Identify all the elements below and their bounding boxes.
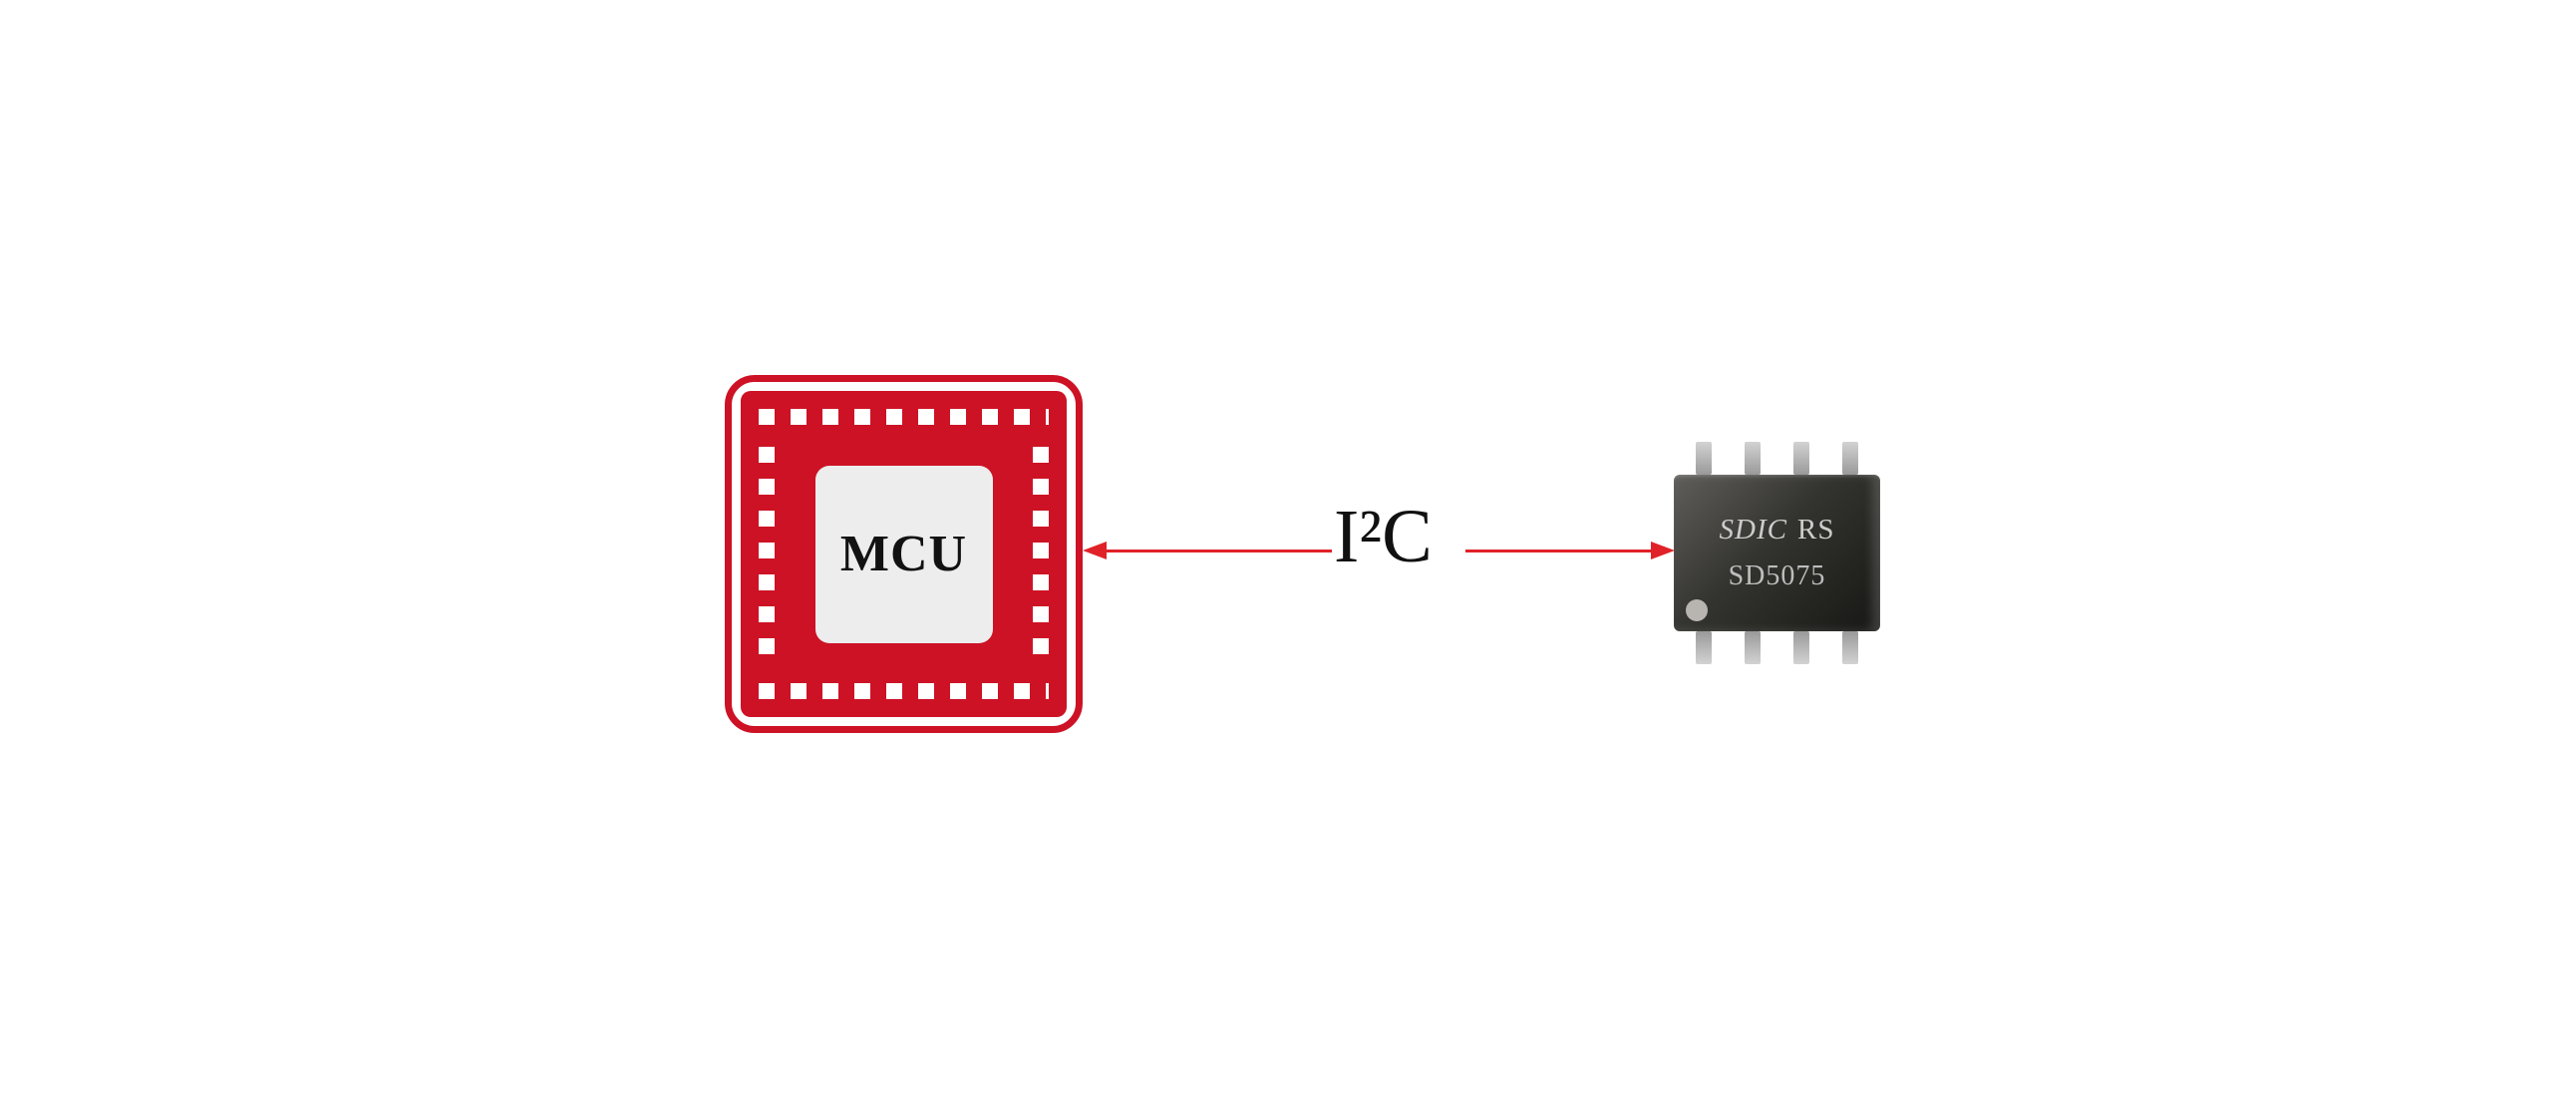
- mcu-pins-left: [759, 447, 775, 661]
- mcu-label-pad: MCU: [814, 465, 993, 643]
- mcu-pins-right: [1033, 447, 1049, 661]
- mcu-label: MCU: [839, 526, 968, 582]
- mcu-pins-top: [759, 409, 1049, 425]
- ic-pins-top: [1674, 442, 1880, 475]
- ic-brand-suffix: RS: [1796, 514, 1835, 546]
- ic-pin: [1793, 631, 1809, 664]
- ic-pin: [1745, 631, 1761, 664]
- arrow-shaft-right: [1465, 549, 1651, 552]
- mcu-chip: MCU: [725, 375, 1083, 733]
- ic-brand-line: SDIC RS: [1720, 514, 1835, 547]
- arrow-head-right-icon: [1651, 542, 1675, 559]
- ic-brand: SDIC: [1719, 514, 1787, 546]
- i2c-arrow-to-ic: [1465, 542, 1675, 559]
- i2c-arrow-to-mcu: [1083, 542, 1332, 559]
- ic-chip: SDIC RS SD5075: [1674, 442, 1880, 664]
- arrow-head-left-icon: [1083, 542, 1107, 559]
- arrow-shaft-left: [1107, 549, 1332, 552]
- ic-body: SDIC RS SD5075: [1674, 475, 1880, 631]
- ic-pin: [1745, 442, 1761, 475]
- mcu-chip-body: MCU: [741, 391, 1067, 717]
- mcu-pins-bottom: [759, 683, 1049, 699]
- ic-pin: [1793, 442, 1809, 475]
- pin1-indicator-dot: [1686, 599, 1708, 621]
- i2c-bus-label: I²C: [1334, 495, 1433, 578]
- ic-pin: [1696, 631, 1712, 664]
- ic-pin: [1696, 442, 1712, 475]
- ic-pin: [1842, 631, 1858, 664]
- ic-pin: [1842, 442, 1858, 475]
- ic-model: SD5075: [1728, 560, 1826, 591]
- ic-pins-bottom: [1674, 631, 1880, 664]
